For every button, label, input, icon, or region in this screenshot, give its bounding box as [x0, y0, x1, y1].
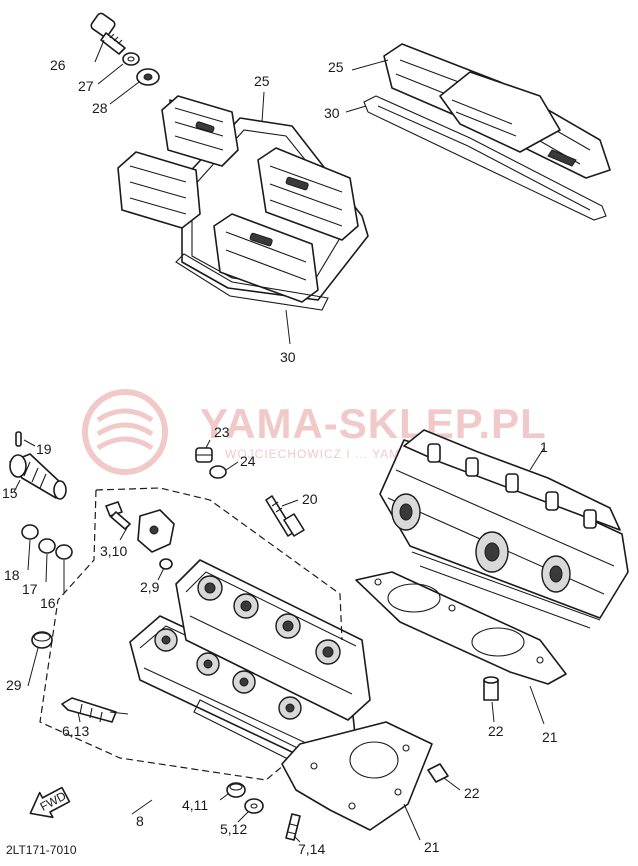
drawing-code: 2LT171-7010: [6, 843, 77, 857]
plug-23: [195, 447, 213, 463]
stud-7-14: [285, 813, 301, 841]
callout-20: 20: [302, 491, 318, 507]
dowel-22-upper: [483, 676, 499, 701]
callout-18: 18: [4, 567, 20, 583]
watermark-brand: YAMA-SKLEP.PL: [200, 400, 547, 447]
callout-21-lower: 21: [424, 839, 440, 855]
callout-24: 24: [240, 453, 256, 469]
washer-27: [122, 52, 140, 66]
callout-labels: 26 27 28 25 25 30 30 19 15 23 24 20 1 3,…: [2, 57, 558, 857]
o-ring-16: [55, 544, 73, 560]
cylinder-head-1: [379, 429, 629, 629]
callout-29: 29: [6, 677, 22, 693]
callout-26: 26: [50, 57, 66, 73]
stud-6-13: [61, 697, 117, 723]
gasket-30-right: [363, 95, 607, 221]
pin-19: [15, 431, 22, 447]
callout-17: 17: [22, 581, 38, 597]
callout-28: 28: [92, 100, 108, 116]
head-gasket-lower: [281, 721, 433, 831]
bolt-3-10: [105, 501, 131, 530]
washer-24: [209, 465, 227, 479]
bolt-26: [90, 12, 126, 55]
fitting-15: [9, 453, 67, 500]
callout-8: 8: [136, 813, 144, 829]
callout-21-right: 21: [542, 729, 558, 745]
callout-30-left: 30: [280, 349, 296, 365]
callout-23: 23: [214, 424, 230, 440]
callout-15: 15: [2, 485, 18, 501]
gasket-30-left: [175, 253, 329, 311]
cylinder-head-cover-right: [383, 43, 611, 179]
o-ring-18: [21, 524, 39, 540]
plug-29: [31, 631, 53, 649]
head-gasket-right: [355, 571, 567, 685]
washer-5-12: [244, 798, 264, 814]
callout-27: 27: [78, 78, 94, 94]
callout-4-11: 4,11: [182, 797, 208, 813]
watermark-subtitle: WOJCIECHOWICZ I ... YAMAHA: [225, 447, 428, 461]
callout-16: 16: [40, 595, 56, 611]
callout-19: 19: [36, 441, 52, 457]
callout-5-12: 5,12: [220, 821, 247, 837]
callout-25-left: 25: [254, 73, 270, 89]
callout-7-14: 7,14: [298, 841, 325, 857]
fwd-arrow-icon: FWD: [29, 786, 71, 819]
watermark: YAMA-SKLEP.PL WOJCIECHOWICZ I ... YAMAHA: [82, 389, 547, 475]
watermark-logo-icon: [82, 389, 168, 475]
callout-3-10: 3,10: [100, 543, 127, 559]
o-ring-17: [38, 538, 56, 554]
callout-22-upper: 22: [488, 723, 504, 739]
callout-30-right: 30: [324, 105, 340, 121]
callout-25-right: 25: [328, 59, 344, 75]
dowel-22-lower: [427, 763, 449, 783]
callout-6-13: 6,13: [62, 723, 89, 739]
cylinder-head-cover-left: [117, 95, 369, 303]
callout-22-lower: 22: [464, 785, 480, 801]
cylinder-head-front: [129, 559, 371, 777]
plug-4-11: [226, 782, 246, 798]
grommet-28: [136, 68, 160, 86]
callout-2-9: 2,9: [140, 579, 160, 595]
dowel-2-9: [159, 558, 173, 570]
spark-plug-20: [265, 495, 305, 537]
bracket-3-10: [137, 509, 175, 553]
callout-1: 1: [540, 439, 548, 455]
